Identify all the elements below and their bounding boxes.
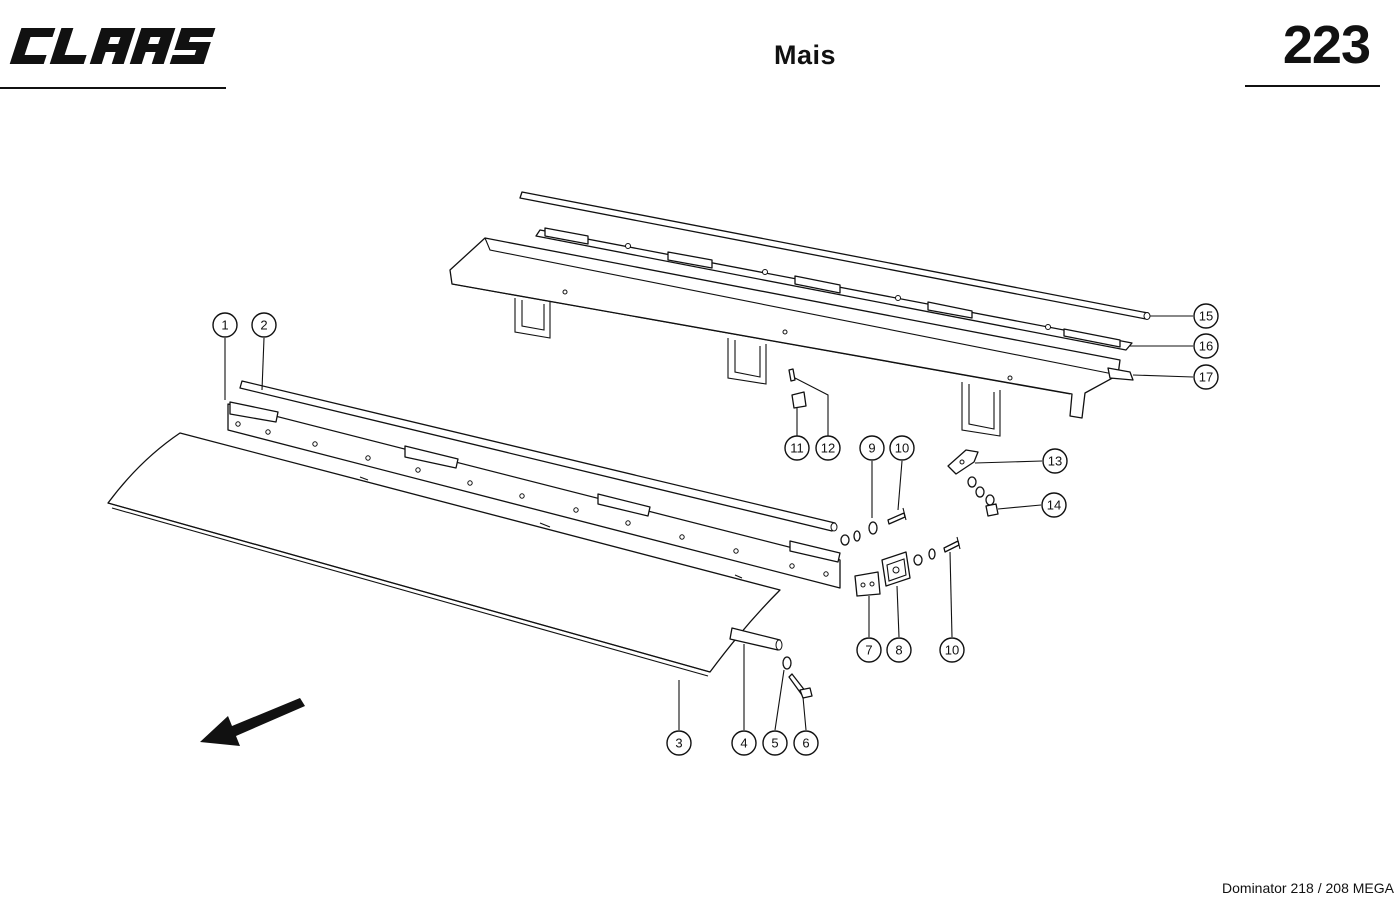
washer-part-5 (782, 656, 792, 670)
svg-text:14: 14 (1047, 498, 1061, 513)
header-rule-right (1245, 85, 1380, 87)
svg-text:12: 12 (821, 441, 835, 456)
svg-text:6: 6 (802, 736, 809, 751)
svg-text:4: 4 (740, 736, 747, 751)
callout-4: 4 (731, 730, 757, 756)
callout-10-lower: 10 (939, 637, 965, 663)
claas-logo (8, 20, 238, 77)
svg-text:7: 7 (865, 643, 872, 658)
svg-text:10: 10 (895, 441, 909, 456)
callout-2: 2 (251, 312, 277, 338)
callout-9: 9 (859, 435, 885, 461)
cover-part-3 (107, 432, 781, 677)
callout-1: 1 (212, 312, 238, 338)
leader-lines (224, 315, 1194, 731)
svg-text:13: 13 (1048, 454, 1062, 469)
clip-part-7 (854, 571, 881, 597)
clip-part-11 (791, 391, 807, 409)
bracket-part-13 (947, 449, 979, 475)
callout-8: 8 (886, 637, 912, 663)
svg-text:17: 17 (1199, 370, 1213, 385)
header-rule-left (0, 87, 226, 89)
svg-text:2: 2 (260, 318, 267, 333)
callout-12: 12 (815, 435, 841, 461)
callout-7: 7 (856, 637, 882, 663)
hinge-strip-part-1 (227, 401, 841, 589)
svg-text:5: 5 (771, 736, 778, 751)
fastener-group-lower (913, 536, 961, 566)
svg-text:10: 10 (945, 643, 959, 658)
claas-logo-mark (9, 28, 216, 64)
rod-part-2 (239, 380, 838, 532)
svg-text:11: 11 (790, 441, 804, 456)
callout-17: 17 (1193, 364, 1219, 390)
model-footer: Dominator 218 / 208 MEGA (1222, 880, 1394, 896)
hinge-strip-part-16 (535, 227, 1133, 351)
block-part-8 (881, 551, 911, 587)
callout-11: 11 (784, 435, 810, 461)
page-title: Mais (773, 40, 837, 70)
callout-3: 3 (666, 730, 692, 756)
callout-13: 13 (1042, 448, 1068, 474)
svg-text:15: 15 (1199, 309, 1213, 324)
svg-text:16: 16 (1199, 339, 1213, 354)
callout-5: 5 (762, 730, 788, 756)
svg-text:9: 9 (868, 441, 875, 456)
tube-part-4 (729, 627, 783, 651)
callout-14: 14 (1041, 492, 1067, 518)
fastener-part-14 (967, 476, 999, 517)
callout-16: 16 (1193, 333, 1219, 359)
callout-10-upper: 10 (889, 435, 915, 461)
svg-text:8: 8 (895, 643, 902, 658)
rear-tray-part-17 (449, 237, 1134, 437)
svg-text:1: 1 (221, 318, 228, 333)
callout-15: 15 (1193, 303, 1219, 329)
fastener-group-upper (840, 507, 907, 546)
direction-arrow (200, 698, 305, 746)
svg-text:3: 3 (675, 736, 682, 751)
page-number: 223 (1282, 15, 1371, 75)
callout-6: 6 (793, 730, 819, 756)
bolt-part-6 (788, 673, 813, 699)
screw-part-12 (788, 368, 796, 382)
